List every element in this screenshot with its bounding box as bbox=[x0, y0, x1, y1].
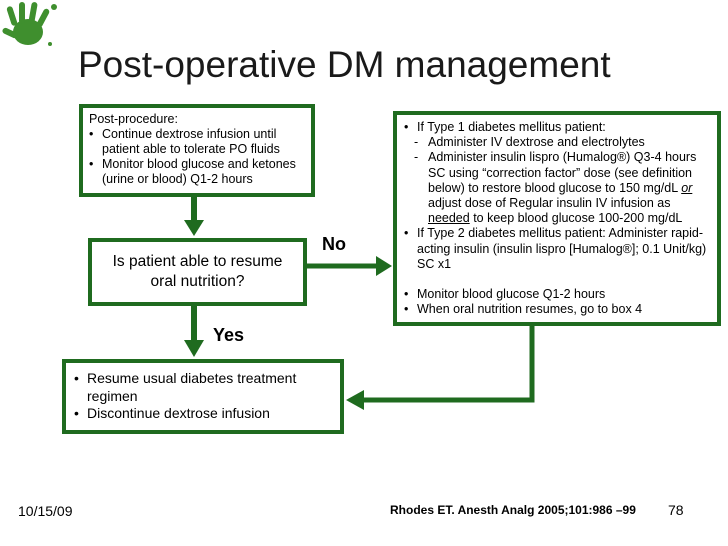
box-no-branch: If Type 1 diabetes mellitus patient: Adm… bbox=[393, 111, 721, 326]
hand-print-icon bbox=[2, 2, 57, 46]
yes-label: Yes bbox=[213, 325, 245, 345]
type1-sub2-a: Administer insulin lispro (Humalog®) Q3-… bbox=[428, 150, 697, 195]
no-label: No bbox=[322, 234, 346, 254]
box-post-procedure: Post-procedure: Continue dextrose infusi… bbox=[79, 104, 315, 197]
type1-sub1: Administer IV dextrose and electrolytes bbox=[404, 135, 710, 150]
box1-item: Continue dextrose infusion until patient… bbox=[89, 127, 305, 157]
page-number: 78 bbox=[668, 502, 684, 518]
type1-sub2-c: to keep blood glucose 100-200 mg/dL bbox=[473, 211, 683, 226]
slide-title: Post-operative DM management bbox=[78, 44, 611, 85]
arrowhead-box1-to-box2 bbox=[184, 220, 204, 236]
type2-item: If Type 2 diabetes mellitus patient: Adm… bbox=[404, 226, 710, 272]
box-resume-regimen: Resume usual diabetes treatment regimen … bbox=[62, 359, 344, 434]
box1-item: Monitor blood glucose and ketones (urine… bbox=[89, 157, 305, 187]
arrow-box3-to-box4 bbox=[362, 326, 535, 403]
arrowhead-box3-to-box4 bbox=[346, 390, 364, 410]
box4-item: Resume usual diabetes treatment regimen bbox=[74, 370, 332, 405]
box1-heading: Post-procedure: bbox=[89, 112, 178, 126]
arrowhead-no bbox=[376, 256, 392, 276]
box4-item: Discontinue dextrose infusion bbox=[74, 405, 332, 423]
type1-heading: If Type 1 diabetes mellitus patient: bbox=[404, 120, 710, 135]
citation: Rhodes ET. Anesth Analg 2005;101:986 –99 bbox=[390, 503, 636, 517]
type1-sub2-or: or bbox=[681, 180, 693, 195]
type1-sub2: Administer insulin lispro (Humalog®) Q3-… bbox=[404, 150, 710, 226]
monitor-item: Monitor blood glucose Q1-2 hours bbox=[404, 287, 710, 302]
slide-date: 10/15/09 bbox=[18, 503, 73, 519]
resume-item: When oral nutrition resumes, go to box 4 bbox=[404, 302, 710, 317]
box-oral-nutrition-question: Is patient able to resume oral nutrition… bbox=[88, 238, 307, 306]
type1-sub2-b: adjust dose of Regular insulin IV infusi… bbox=[428, 196, 671, 211]
type1-sub2-needed: needed bbox=[428, 211, 470, 226]
box2-question: Is patient able to resume oral nutrition… bbox=[112, 253, 283, 290]
arrowhead-yes bbox=[184, 340, 204, 357]
